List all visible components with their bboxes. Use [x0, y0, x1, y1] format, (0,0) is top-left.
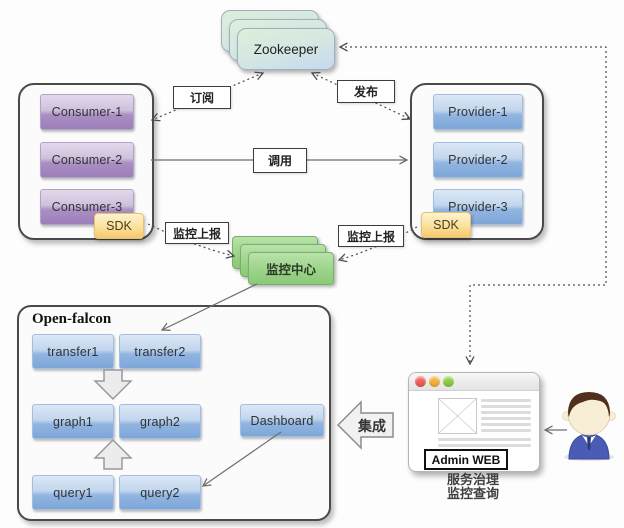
text-line: [481, 411, 531, 414]
consumer-1-node: Consumer-1: [40, 94, 134, 130]
query1-node: query1: [32, 475, 114, 510]
admin-web-title: Admin WEB: [431, 452, 501, 467]
subscribe-label-box: 订阅: [173, 86, 231, 109]
publish-dashed-connector: [310, 71, 412, 121]
subscribe-label: 订阅: [189, 91, 214, 105]
report-right-dashed-connector: [337, 226, 418, 263]
monitor-center-label: 监控中心: [265, 263, 316, 277]
publish-label: 发布: [353, 85, 378, 99]
invoke-label: 调用: [267, 154, 292, 168]
transfer1-node: transfer1: [32, 334, 114, 369]
window-minimize-icon: [429, 376, 440, 387]
zookeeper-node: Zookeeper: [237, 28, 335, 70]
graph2-label: graph2: [139, 414, 181, 429]
down-arrow-icon: [93, 369, 133, 401]
monitor-center-node: 监控中心: [248, 252, 334, 285]
consumer-3-label: Consumer-3: [51, 200, 123, 214]
query2-label: query2: [140, 485, 180, 500]
admin-web-label-box: Admin WEB: [424, 449, 508, 470]
dashboard-node: Dashboard: [240, 404, 324, 437]
integrate-arrow-icon: [336, 400, 394, 450]
text-line: [481, 417, 531, 420]
transfer2-node: transfer2: [119, 334, 201, 369]
transfer1-label: transfer1: [47, 344, 99, 359]
consumer-sdk-label: SDK: [106, 219, 132, 233]
admin-web-caption: 服务治理 监控查询: [408, 473, 538, 501]
transfer2-label: transfer2: [134, 344, 186, 359]
consumer-1-label: Consumer-1: [51, 105, 123, 119]
graph2-node: graph2: [119, 404, 201, 439]
dashboard-query2-connector: [201, 431, 282, 487]
caption-line-2: 监控查询: [446, 486, 499, 501]
text-line: [481, 429, 531, 432]
consumer-sdk-node: SDK: [94, 213, 144, 239]
consumer-2-label: Consumer-2: [51, 153, 123, 167]
text-line: [438, 438, 531, 441]
up-arrow-icon: [93, 438, 133, 470]
admin-web-window: Admin WEB: [408, 372, 540, 472]
report-right-label-box: 监控上报: [338, 225, 404, 247]
query2-node: query2: [119, 475, 201, 510]
report-left-label: 监控上报: [172, 226, 221, 241]
invoke-label-box: 调用: [253, 148, 307, 173]
report-left-label-box: 监控上报: [165, 222, 229, 244]
adminweb-zookeeper-dashed-connector: [338, 42, 607, 366]
admin-web-titlebar: [409, 373, 539, 391]
report-right-label: 监控上报: [346, 229, 395, 244]
text-line: [481, 423, 531, 426]
window-maximize-icon: [443, 376, 454, 387]
window-close-icon: [415, 376, 426, 387]
text-line: [438, 444, 531, 447]
caption-line-1: 服务治理: [446, 472, 499, 487]
publish-label-box: 发布: [337, 80, 395, 103]
query1-label: query1: [53, 485, 93, 500]
text-line: [481, 405, 531, 408]
zookeeper-label: Zookeeper: [253, 41, 319, 57]
report-left-dashed-connector: [147, 223, 236, 259]
image-placeholder-icon: [438, 398, 477, 434]
monitorcenter-transfer-connector: [160, 283, 258, 331]
consumer-group-panel: Consumer-1 Consumer-2 Consumer-3 SDK: [18, 83, 154, 240]
graph1-node: graph1: [32, 404, 114, 439]
open-falcon-title: Open-falcon: [32, 311, 112, 327]
user-icon: [562, 392, 616, 461]
dashboard-label: Dashboard: [250, 413, 314, 428]
consumer-2-node: Consumer-2: [40, 142, 134, 178]
integrate-label: 集成: [358, 418, 386, 434]
graph1-label: graph1: [52, 414, 94, 429]
open-falcon-panel: Open-falcon transfer1 transfer2 graph1 g…: [17, 305, 331, 521]
text-line: [481, 399, 531, 402]
